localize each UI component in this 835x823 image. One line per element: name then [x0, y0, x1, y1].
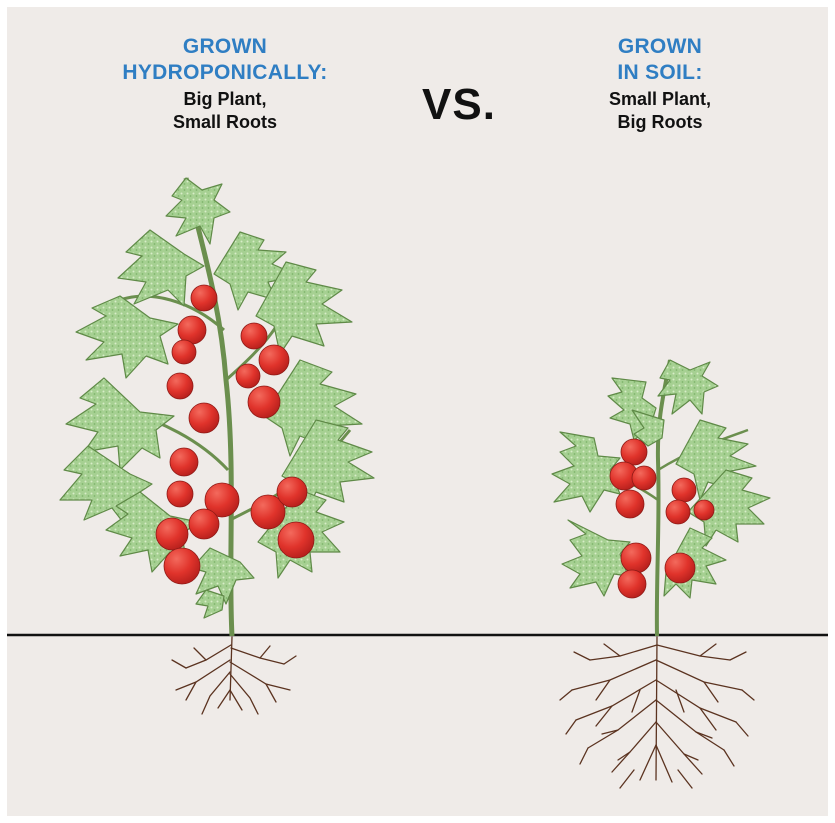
tomato	[621, 439, 647, 465]
tomato	[191, 285, 217, 311]
tomato	[694, 500, 714, 520]
tomato	[189, 509, 219, 539]
tomato	[167, 481, 193, 507]
hydroponic-plant	[60, 178, 374, 636]
tomato	[156, 518, 188, 550]
soil-stem	[657, 360, 670, 636]
soil-leaf	[552, 432, 620, 512]
tomato	[616, 490, 644, 518]
tomato	[666, 500, 690, 524]
tomato	[672, 478, 696, 502]
tomato	[236, 364, 260, 388]
tomato	[618, 570, 646, 598]
soil-leaf	[658, 360, 718, 414]
tomato	[277, 477, 307, 507]
tomato	[259, 345, 289, 375]
tomato	[278, 522, 314, 558]
tomato	[170, 448, 198, 476]
tomato	[172, 340, 196, 364]
tomato	[621, 543, 651, 573]
hydroponic-leaf	[196, 590, 224, 618]
soil-roots	[560, 637, 754, 788]
hydroponic-roots	[172, 637, 296, 714]
tomato	[167, 373, 193, 399]
tomato	[189, 403, 219, 433]
hydroponic-leaf	[76, 296, 178, 378]
tomato	[248, 386, 280, 418]
tomato	[632, 466, 656, 490]
soil-plant	[552, 360, 770, 636]
tomato	[241, 323, 267, 349]
tomato	[164, 548, 200, 584]
tomato	[665, 553, 695, 583]
